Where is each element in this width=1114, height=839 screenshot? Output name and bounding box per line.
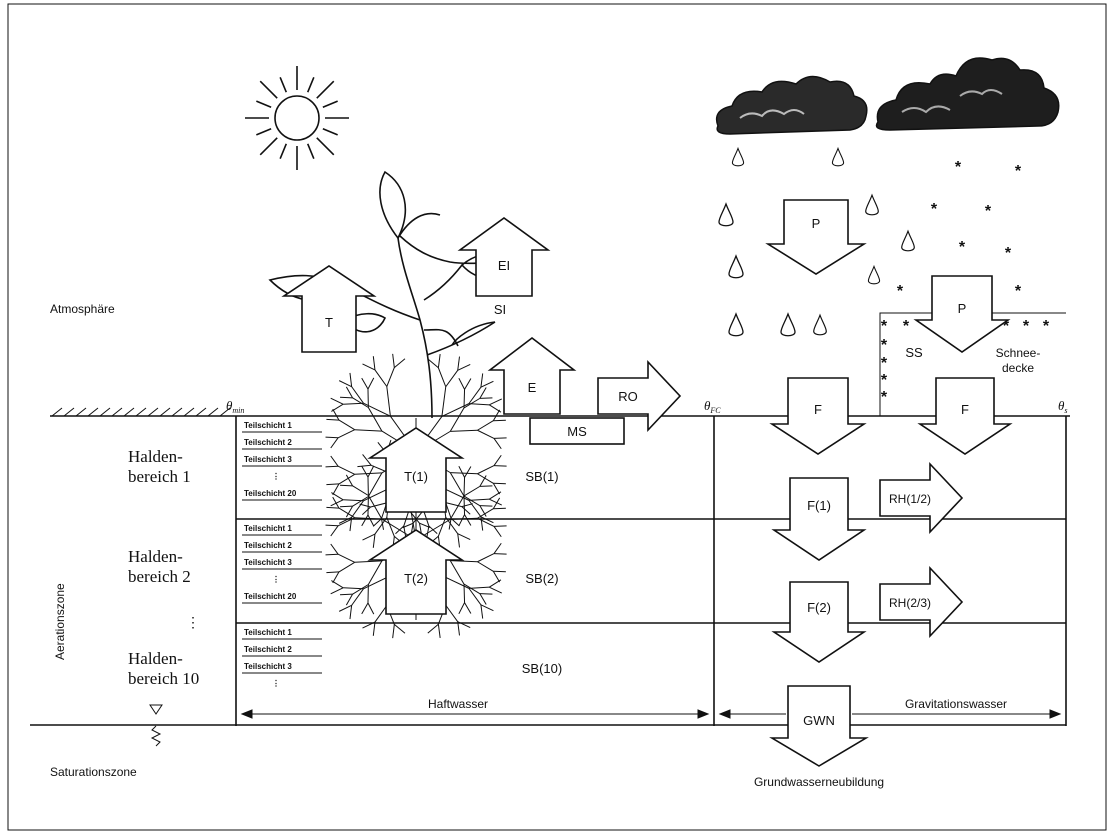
snowflake-icon: * bbox=[931, 201, 938, 218]
precipitation-rain-label: P bbox=[812, 216, 821, 231]
interception-storage-label: SI bbox=[494, 302, 506, 317]
section-1-name-line2: bereich 1 bbox=[128, 467, 191, 486]
soil-storage-2-label: SB(2) bbox=[525, 571, 558, 586]
snowflake-icon: * bbox=[881, 389, 888, 406]
snowflake-icon: * bbox=[955, 159, 962, 176]
raindrop bbox=[868, 266, 879, 283]
theta-fc-subscript: FC bbox=[709, 406, 721, 415]
atmosphere-label: Atmosphäre bbox=[50, 302, 115, 316]
sublayer-label: ⋮ bbox=[272, 575, 280, 584]
snowflake-icon: * bbox=[1005, 245, 1012, 262]
transpiration-label: T bbox=[325, 315, 333, 330]
snowflake-icon: * bbox=[1023, 318, 1030, 335]
lateral-flow-1-2-label: RH(1/2) bbox=[889, 492, 931, 506]
snowflake-icon: * bbox=[1015, 163, 1022, 180]
sun-icon bbox=[245, 66, 349, 170]
snowflake-icon: * bbox=[897, 283, 904, 300]
sublayer-label: Teilschicht 3 bbox=[244, 662, 292, 671]
adhesive-water-label: Haftwasser bbox=[428, 697, 488, 711]
sublayer-label: Teilschicht 1 bbox=[244, 421, 292, 430]
snowflake-icon: * bbox=[1043, 318, 1050, 335]
snow-cloud-icon bbox=[877, 58, 1059, 130]
percolation-2-arrow bbox=[774, 582, 864, 662]
aeration-zone-label: Aerationszone bbox=[53, 583, 67, 660]
sublayer-label: Teilschicht 20 bbox=[244, 592, 297, 601]
snowflake-icon: * bbox=[881, 355, 888, 372]
snowflake-icon: * bbox=[881, 318, 888, 335]
adhesive-water-span bbox=[242, 710, 708, 718]
section-2-name-line2: bereich 2 bbox=[128, 567, 191, 586]
sublayer-label: ⋮ bbox=[272, 679, 280, 688]
snow-cover-label-2: decke bbox=[1002, 361, 1034, 375]
theta-s-label: θs bbox=[1058, 398, 1068, 415]
sublayer-label: Teilschicht 2 bbox=[244, 438, 292, 447]
rain-cloud-icon bbox=[717, 76, 867, 134]
section-2-name-line1: Halden- bbox=[128, 547, 183, 566]
section-10-name-line2: bereich 10 bbox=[128, 669, 199, 688]
groundwater-recharge-label: GWN bbox=[803, 713, 835, 728]
transpiration-arrow bbox=[284, 266, 374, 352]
theta-min-label: θmin bbox=[226, 398, 244, 415]
precipitation-rain-arrow bbox=[768, 200, 864, 274]
snowflake-icon: * bbox=[881, 337, 888, 354]
raindrop bbox=[866, 195, 879, 215]
snow-storage-label: SS bbox=[905, 345, 923, 360]
raindrop bbox=[719, 204, 733, 226]
raindrop bbox=[781, 314, 795, 336]
soil-storage-10-label: SB(10) bbox=[522, 661, 562, 676]
snowflake-icon: * bbox=[1015, 283, 1022, 300]
ground-hatching bbox=[52, 408, 230, 416]
infiltration-label-snow: F bbox=[961, 402, 969, 417]
groundwater-recharge-caption: Grundwasserneubildung bbox=[754, 775, 884, 789]
precipitation-snow-label: P bbox=[958, 301, 967, 316]
raindrop bbox=[902, 231, 915, 251]
sublayer-label: Teilschicht 1 bbox=[244, 524, 292, 533]
theta-fc-label: θFC bbox=[704, 398, 721, 415]
interception-evaporation-label: EI bbox=[498, 258, 510, 273]
raindrop bbox=[729, 256, 743, 278]
gravitational-water-span bbox=[720, 710, 1060, 718]
snow-cover-label-1: Schnee- bbox=[996, 346, 1041, 360]
raindrop bbox=[832, 148, 843, 165]
soil-storage-1-label: SB(1) bbox=[525, 469, 558, 484]
infiltration-label-rain: F bbox=[814, 402, 822, 417]
snowflake-icon: * bbox=[903, 318, 910, 335]
percolation-2-label: F(2) bbox=[807, 600, 831, 615]
sublayer-label: Teilschicht 1 bbox=[244, 628, 292, 637]
evaporation-arrow bbox=[490, 338, 574, 414]
saturation-zone-label: Saturationszone bbox=[50, 765, 137, 779]
sublayer-label: ⋮ bbox=[272, 472, 280, 481]
sublayer-label: Teilschicht 20 bbox=[244, 489, 297, 498]
transpiration-section1-label: T(1) bbox=[404, 469, 428, 484]
theta-min-subscript: min bbox=[232, 406, 244, 415]
snowflake-icon: * bbox=[881, 372, 888, 389]
theta-s-subscript: s bbox=[1064, 406, 1067, 415]
raindrop bbox=[729, 314, 743, 336]
gravitational-water-label: Gravitationswasser bbox=[905, 697, 1007, 711]
lateral-flow-2-3-label: RH(2/3) bbox=[889, 596, 931, 610]
section-ellipsis: ⋮ bbox=[186, 614, 200, 630]
snowflake-icon: * bbox=[959, 239, 966, 256]
evaporation-label: E bbox=[528, 380, 537, 395]
runoff-label: RO bbox=[618, 389, 638, 404]
section-1-name-line1: Halden- bbox=[128, 447, 183, 466]
sublayer-label: Teilschicht 2 bbox=[244, 645, 292, 654]
transpiration-section2-label: T(2) bbox=[404, 571, 428, 586]
sublayer-label: Teilschicht 3 bbox=[244, 455, 292, 464]
raindrop bbox=[732, 148, 743, 165]
snowflake-icon: * bbox=[985, 203, 992, 220]
melt-storage-label: MS bbox=[567, 424, 587, 439]
sublayer-label: Teilschicht 2 bbox=[244, 541, 292, 550]
raindrop bbox=[814, 315, 827, 335]
section-10-name-line1: Halden- bbox=[128, 649, 183, 668]
sublayer-label: Teilschicht 3 bbox=[244, 558, 292, 567]
percolation-1-label: F(1) bbox=[807, 498, 831, 513]
